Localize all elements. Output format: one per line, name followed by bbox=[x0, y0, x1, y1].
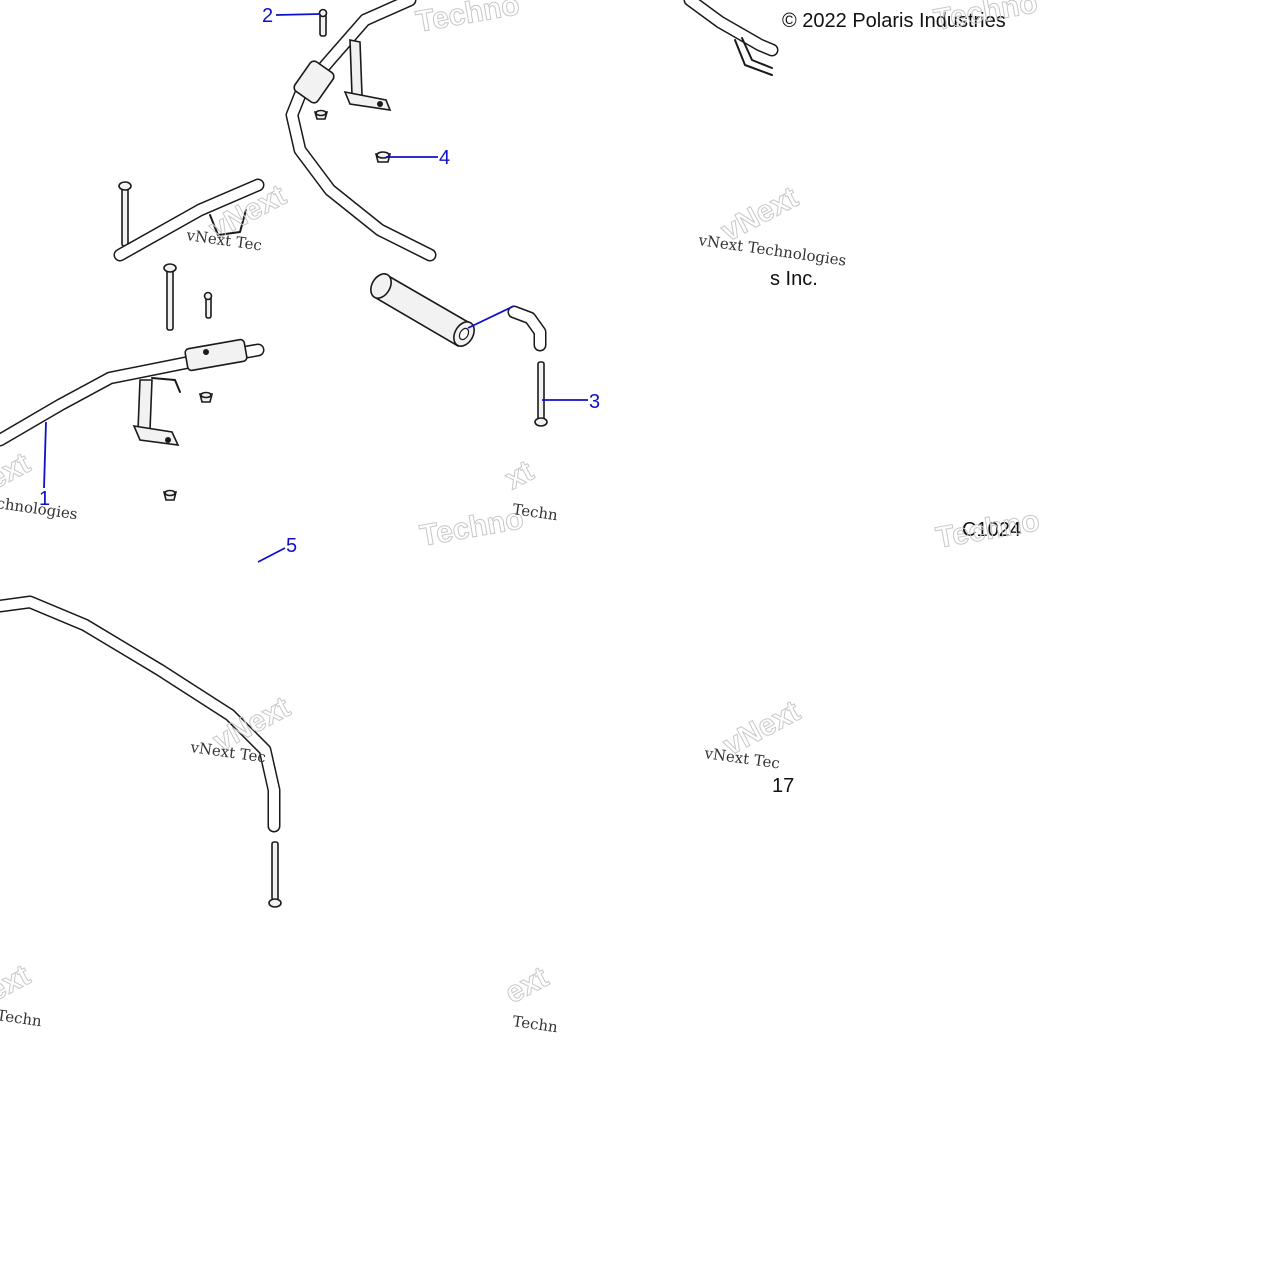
watermarks: Techno Techno Techno Techno vNext vNext … bbox=[0, 0, 1043, 1036]
watermark-tagline: vNext Technologies bbox=[696, 231, 847, 270]
watermark: xt bbox=[500, 455, 539, 497]
callout-5: 5 bbox=[257, 305, 515, 563]
watermark: ext bbox=[500, 961, 554, 1010]
rail-side-section bbox=[0, 263, 265, 501]
copyright-text: © 2022 Polaris Industries bbox=[782, 10, 1006, 32]
watermark: ext bbox=[0, 959, 36, 1008]
figure-code-fragment: 17 bbox=[772, 775, 794, 797]
callout-label-2: 2 bbox=[262, 5, 273, 27]
callout-1: 1 bbox=[39, 421, 50, 510]
watermark: ext bbox=[0, 447, 36, 496]
watermark-tagline: vNext Tec bbox=[702, 744, 781, 773]
watermark: Techno bbox=[413, 0, 522, 39]
watermark-tagline: Techn bbox=[511, 1012, 559, 1036]
copyright-suffix: s Inc. bbox=[770, 268, 818, 290]
watermark: Techno bbox=[933, 504, 1042, 555]
mounting-leg bbox=[137, 379, 153, 431]
rail-front-section bbox=[285, 0, 437, 262]
rail-rear-fragment bbox=[683, 0, 779, 76]
bolt-long bbox=[121, 187, 129, 247]
pin-long bbox=[271, 841, 279, 901]
watermark-tagline: vNext Tec bbox=[184, 226, 263, 255]
rail-lower-section bbox=[0, 595, 282, 908]
mounting-leg bbox=[349, 39, 363, 96]
callout-label-1: 1 bbox=[39, 488, 50, 510]
bolt-long bbox=[166, 269, 174, 331]
watermark: Techno bbox=[417, 502, 526, 553]
callout-label-3: 3 bbox=[589, 391, 600, 413]
rail-clamp bbox=[184, 338, 248, 372]
mounting-foot bbox=[343, 90, 392, 111]
rail-left-fragment bbox=[113, 178, 265, 262]
callout-label-5: 5 bbox=[286, 535, 297, 557]
rail-end-section bbox=[507, 305, 548, 427]
cushion-part bbox=[370, 272, 475, 348]
figure-code: C1024 bbox=[962, 519, 1021, 541]
pin-long bbox=[537, 361, 545, 421]
callout-4: 4 bbox=[386, 147, 450, 169]
watermark-tagline: Techn bbox=[0, 1006, 43, 1030]
rail-clamp bbox=[293, 60, 335, 104]
callout-3: 3 bbox=[542, 391, 600, 413]
callout-label-4: 4 bbox=[439, 147, 450, 169]
callout-2: 2 bbox=[262, 5, 321, 27]
mounting-foot bbox=[132, 424, 180, 446]
